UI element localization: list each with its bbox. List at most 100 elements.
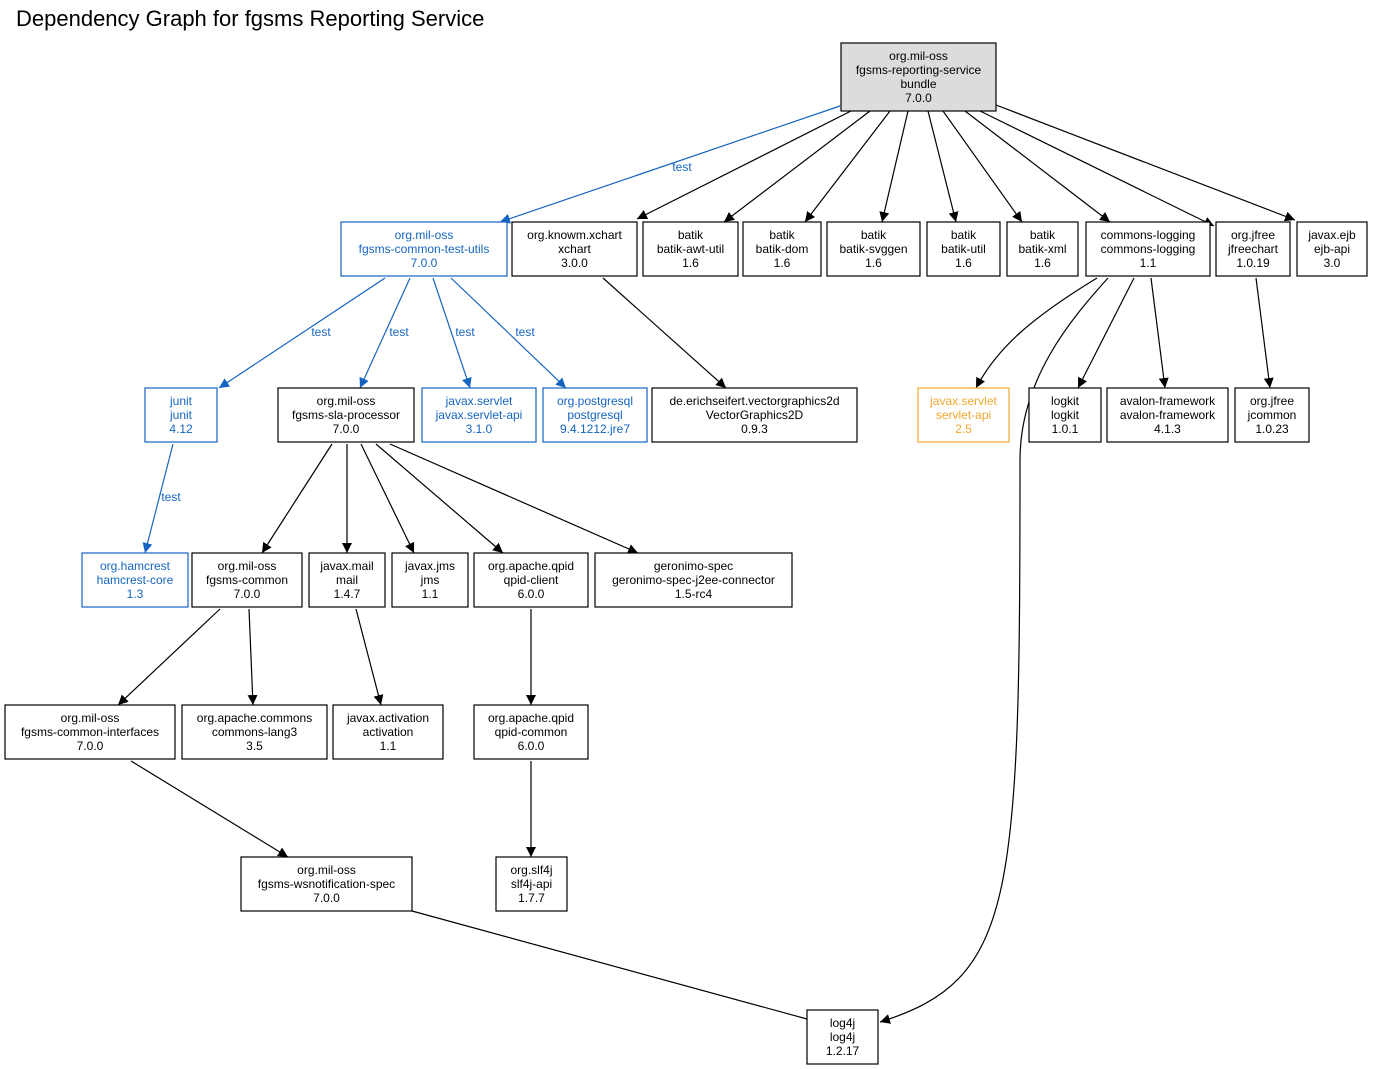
edge-test-utils-to-sla-processor: test <box>359 277 411 389</box>
node-box <box>1215 221 1291 277</box>
node-label-line: javax.servlet <box>445 394 513 408</box>
node-label-line: geronimo-spec-j2ee-connector <box>612 573 775 587</box>
node-box <box>181 704 328 760</box>
node-box <box>926 221 1001 277</box>
node-label-line: javax.jms <box>404 559 455 573</box>
node-label-line: jcommon <box>1247 408 1297 422</box>
edge-sla-processor-to-jms <box>360 443 415 554</box>
node-label-line: batik <box>951 228 977 242</box>
node-box <box>1028 387 1102 443</box>
node-label-line: 7.0.0 <box>313 891 340 905</box>
node-box <box>840 42 997 112</box>
node-label-line: 3.1.0 <box>466 422 493 436</box>
edge-root-to-test-utils: test <box>499 105 841 224</box>
edge-label: test <box>161 490 181 504</box>
node-label-line: 2.5 <box>955 422 972 436</box>
node-label-line: batik-awt-util <box>657 242 724 256</box>
node-box <box>240 856 413 912</box>
edge-line <box>432 277 472 389</box>
node-label-line: avalon-framework <box>1120 408 1216 422</box>
node-label-line: hamcrest-core <box>97 573 174 587</box>
node-label-line: fgsms-reporting-service <box>856 63 982 77</box>
node-box <box>4 704 176 760</box>
node-label-line: 7.0.0 <box>77 739 104 753</box>
node-label-line: batik <box>769 228 795 242</box>
edge-label: test <box>455 325 475 339</box>
edge-root-to-jfreechart <box>979 110 1215 227</box>
edge-line <box>879 277 1109 1024</box>
edge-line <box>602 277 727 389</box>
node-label-line: batik <box>678 228 704 242</box>
edge-line <box>499 105 841 224</box>
node-label-line: commons-lang3 <box>212 725 298 739</box>
edge-wsnotification-to-log4j <box>411 910 819 1025</box>
node-label-line: 7.0.0 <box>905 91 932 105</box>
node-label-line: junit <box>169 408 193 422</box>
node-label-line: org.slf4j <box>510 863 552 877</box>
node-label-line: qpid-common <box>495 725 568 739</box>
node-label-line: xchart <box>558 242 591 256</box>
node-label-line: 6.0.0 <box>518 587 545 601</box>
node-label-line: 7.0.0 <box>234 587 261 601</box>
edge-line <box>117 608 221 706</box>
edge-line <box>1077 277 1135 389</box>
node-label-line: commons-logging <box>1101 228 1196 242</box>
node-label-line: postgresql <box>567 408 622 422</box>
edge-line <box>964 110 1111 223</box>
edge-root-to-batik-util <box>927 110 959 223</box>
edge-line <box>450 277 567 389</box>
node-label-line: 4.1.3 <box>1154 422 1181 436</box>
node-label-line: mail <box>336 573 358 587</box>
node-root: org.mil-ossfgsms-reporting-servicebundle… <box>840 42 997 112</box>
nodes-layer: org.mil-ossfgsms-reporting-servicebundle… <box>4 42 1368 1065</box>
edge-label: test <box>311 325 331 339</box>
node-label-line: fgsms-common <box>206 573 288 587</box>
node-box <box>1234 387 1310 443</box>
edge-root-to-commons-logging <box>964 110 1111 223</box>
node-label-line: batik-svggen <box>839 242 907 256</box>
node-label-line: 1.6 <box>774 256 791 270</box>
node-box <box>191 552 303 608</box>
edge-root-to-batik-awt-util <box>723 110 871 223</box>
node-label-line: org.mil-oss <box>297 863 356 877</box>
node-label-line: 1.1 <box>380 739 397 753</box>
node-box <box>511 221 638 277</box>
node-label-line: org.mil-oss <box>395 228 454 242</box>
node-box <box>1085 221 1211 277</box>
edge-line <box>375 443 504 554</box>
edge-line <box>389 443 639 554</box>
edge-common-interfaces-to-wsnotification <box>130 760 289 858</box>
edge-root-to-batik-dom <box>804 110 891 223</box>
edge-test-utils-to-servlet-api-31: test <box>432 277 475 389</box>
node-label-line: jfreechart <box>1227 242 1279 256</box>
edge-sla-processor-to-geronimo <box>389 443 639 554</box>
edge-line <box>927 110 959 223</box>
node-box <box>340 221 508 277</box>
node-wsnotification: org.mil-ossfgsms-wsnotification-spec7.0.… <box>240 856 413 912</box>
node-label-line: batik <box>861 228 887 242</box>
node-box <box>826 221 921 277</box>
edge-jfreechart-to-jcommon <box>1255 277 1274 389</box>
edge-line <box>942 110 1023 223</box>
node-box <box>473 552 589 608</box>
edge-line <box>1255 277 1274 389</box>
node-label-line: 4.12 <box>169 422 193 436</box>
node-box <box>642 221 739 277</box>
node-label-line: logkit <box>1051 408 1080 422</box>
node-label-line: org.hamcrest <box>100 559 171 573</box>
